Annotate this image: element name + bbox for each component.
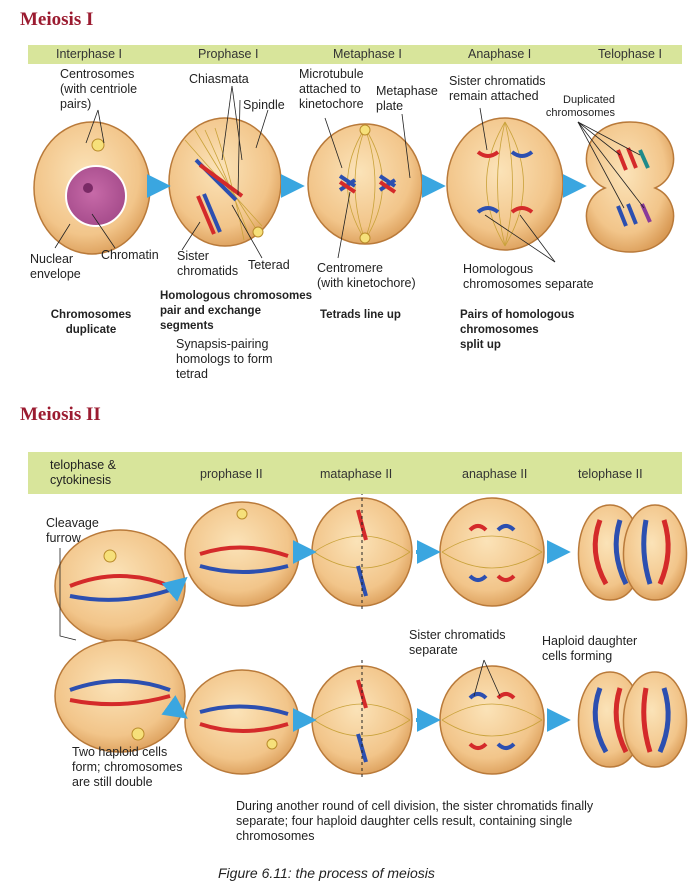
phase-interphase-1: Interphase I (56, 47, 123, 61)
meiosis-2-arrows (161, 540, 571, 732)
desc-prophase-sub: Synapsis-pairing homologs to form tetrad (176, 337, 273, 381)
anaphase-2-cells (439, 497, 545, 775)
label-homologous-separate: Homologous chromosomes separate (463, 262, 594, 291)
meiosis-2-phase-band (28, 452, 682, 494)
desc-metaphase: Tetrads line up (320, 309, 401, 321)
label-final-division: During another round of cell division, t… (236, 799, 594, 843)
label-centrosomes: Centrosomes (with centriole pairs) (60, 67, 138, 111)
label-microtubule: Microtubule attached to kinetochore (299, 67, 364, 111)
label-spindle: Spindle (243, 98, 285, 112)
telophase-cytokinesis-cells (54, 529, 186, 753)
desc-anaphase: Pairs of homologous chromosomes split up (460, 309, 575, 351)
phase-metaphase-2: mataphase II (320, 467, 393, 481)
metaphase-2-cells (311, 492, 413, 778)
prophase-2-cells (184, 501, 300, 775)
label-duplicated-chromosomes: Duplicated chromosomes (545, 94, 615, 119)
anaphase-1-cell (446, 117, 564, 251)
metaphase-1-cell (307, 123, 423, 245)
label-sister-chromatids-attached: Sister chromatids remain attached (449, 74, 546, 103)
phase-anaphase-1: Anaphase I (468, 47, 532, 61)
label-chiasmata: Chiasmata (189, 72, 249, 86)
telophase-1-cell (585, 121, 675, 253)
desc-interphase: Chromosomes duplicate (50, 309, 132, 336)
meiosis-1-title: Meiosis I (20, 9, 94, 30)
phase-telophase-2: telophase II (578, 467, 643, 481)
label-chromatin: Chromatin (101, 248, 159, 262)
label-nuclear-envelope: Nuclear envelope (30, 252, 81, 281)
label-two-haploid-cells: Two haploid cells form; chromosomes are … (72, 745, 183, 789)
label-haploid-forming: Haploid daughter cells forming (542, 634, 638, 663)
label-teterad: Teterad (248, 258, 290, 272)
phase-telophase-1: Telophase I (598, 47, 662, 61)
label-metaphase-plate: Metaphase plate (376, 84, 438, 113)
phase-anaphase-2: anaphase II (462, 467, 528, 481)
meiosis-2-title: Meiosis II (20, 404, 101, 425)
meiosis-2-leader-lines (59, 548, 501, 697)
meiosis-1-leader-lines (54, 85, 645, 263)
figure-caption: Figure 6.11: the process of meiosis (218, 865, 435, 881)
meiosis-1-phase-band (28, 45, 682, 64)
desc-prophase: Homologous chromosomes pair and exchange… (160, 290, 313, 332)
phase-prophase-1: Prophase I (198, 47, 259, 61)
label-centromere: Centromere (with kinetochore) (317, 261, 416, 290)
label-sister-chromatids-separate: Sister chromatids separate (409, 628, 506, 657)
telophase-2-cells (577, 504, 688, 768)
label-sister-chromatids: Sister chromatids (177, 249, 239, 278)
interphase-1-cell (33, 121, 151, 255)
label-cleavage-furrow: Cleavage furrow (46, 516, 99, 545)
phase-metaphase-1: Metaphase I (333, 47, 402, 61)
phase-prophase-2: prophase II (200, 467, 263, 481)
phase-telophase-cytokinesis: telophase & cytokinesis (50, 458, 117, 487)
